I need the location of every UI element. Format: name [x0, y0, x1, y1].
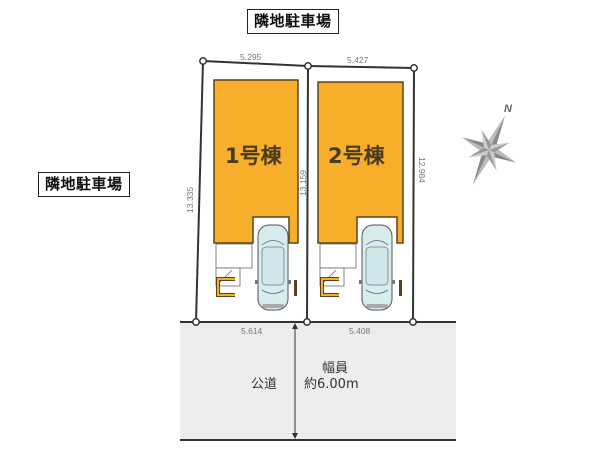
road-type-label: 公道 — [251, 377, 277, 392]
building-2: 2号棟 — [317, 81, 404, 297]
building-1: 1号棟 — [213, 79, 299, 297]
dim-lot1-top: 5.295 — [240, 52, 262, 62]
car-1 — [255, 224, 291, 311]
west-neighbor-label: 隣地駐車場 — [38, 172, 130, 197]
boundary-markers — [192, 57, 418, 326]
dim-lot2-top: 5.427 — [347, 55, 369, 65]
dim-lot2-bottom: 5.408 — [349, 326, 371, 336]
north-neighbor-label: 隣地駐車場 — [247, 9, 339, 34]
public-road: 公道 幅員 約6.00m — [180, 321, 456, 441]
compass-icon — [461, 115, 517, 185]
road-width-value: 約6.00m — [304, 377, 359, 392]
building-1-label: 1号棟 — [225, 144, 283, 168]
building-2-label: 2号棟 — [328, 144, 386, 168]
road-width-label: 幅員 — [322, 361, 348, 376]
car-2 — [359, 224, 395, 311]
arrow-down-icon — [292, 433, 298, 439]
arrow-up-icon — [292, 323, 298, 329]
dim-lot1-bottom: 5.614 — [241, 326, 263, 336]
dim-lot2-right: 12.984 — [417, 157, 427, 183]
gate-post — [399, 280, 402, 296]
dim-lot1-left: 13.335 — [185, 187, 195, 213]
gate-post — [294, 280, 297, 296]
compass-north-label: N — [504, 103, 513, 115]
dim-shared-side: 13.159 — [298, 170, 308, 196]
